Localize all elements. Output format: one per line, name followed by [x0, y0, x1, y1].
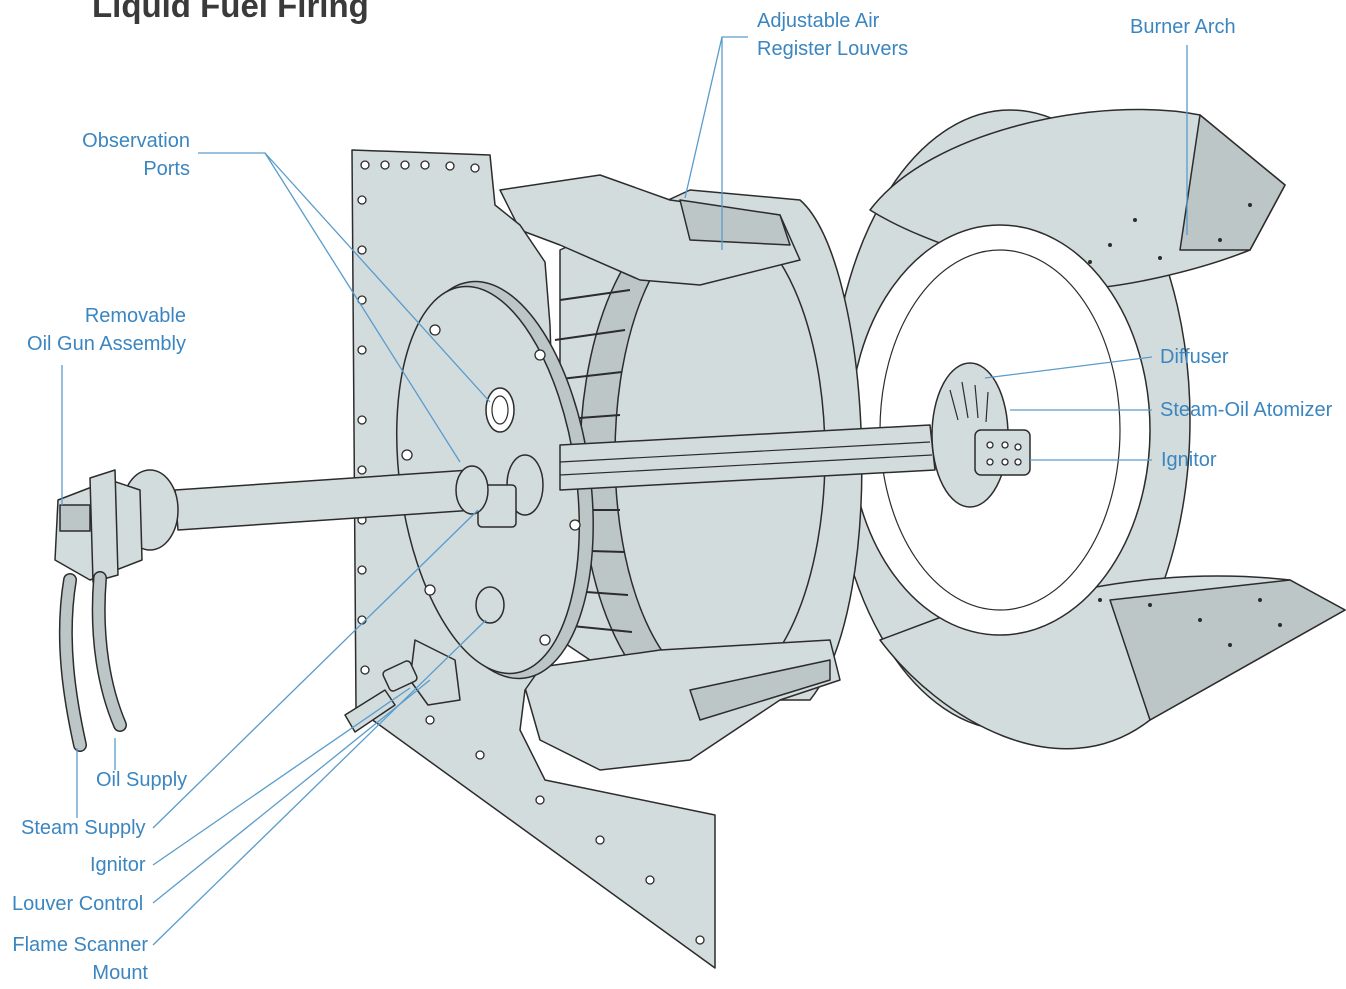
- label-ignitor-right: Ignitor: [1161, 449, 1217, 471]
- label-diffuser: Diffuser: [1160, 346, 1229, 368]
- label-steam-oil-atomizer: Steam-Oil Atomizer: [1160, 399, 1333, 421]
- oil-gun-assembly: [54, 424, 936, 752]
- leader-lines: [61, 36, 1188, 946]
- arch-speckles: [1088, 203, 1282, 647]
- label-burner-arch: Burner Arch: [1130, 16, 1236, 38]
- observation-port: [485, 387, 515, 433]
- label-observation-ports: Observation Ports: [82, 130, 190, 180]
- label-adjustable-air-register: Adjustable Air Register Louvers: [757, 10, 909, 60]
- label-steam-supply: Steam Supply: [21, 817, 146, 839]
- scanner-port: [475, 586, 505, 624]
- label-flame-scanner-mount: Flame Scanner Mount: [12, 934, 148, 984]
- atomizer-tip: [931, 362, 1031, 508]
- diagram-title: Liquid Fuel Firing: [92, 0, 369, 24]
- label-removable-oil-gun: Removable Oil Gun Assembly: [27, 305, 186, 355]
- plate-bolt-holes: [357, 160, 705, 945]
- label-ignitor-left: Ignitor: [90, 854, 146, 876]
- label-oil-supply: Oil Supply: [96, 769, 188, 791]
- disk-bolt-holes: [401, 324, 581, 646]
- label-louver-control: Louver Control: [12, 893, 144, 915]
